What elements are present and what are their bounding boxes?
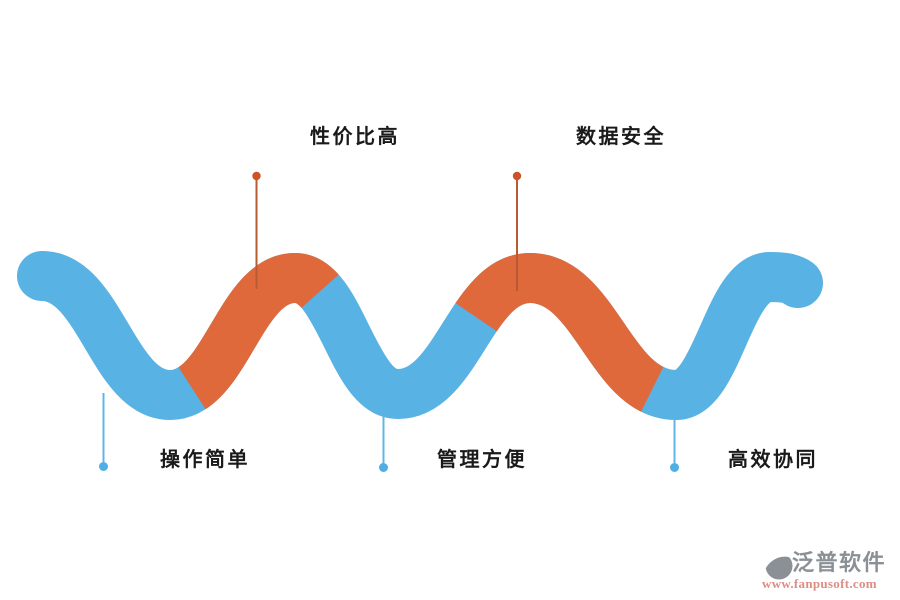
callout-dot-value xyxy=(252,171,261,181)
feature-label-security: 数据安全 xyxy=(576,126,666,148)
callout-dot-ease xyxy=(99,462,108,471)
wave-ribbon-base xyxy=(17,251,823,421)
callout-dot-collab xyxy=(670,463,679,472)
brand-logo-icon xyxy=(762,550,794,580)
feature-label-value: 性价比高 xyxy=(310,126,400,148)
brand-name: 泛普软件 xyxy=(792,550,887,575)
callout-dot-secure xyxy=(512,171,522,181)
feature-label-collaboration: 高效协同 xyxy=(728,449,818,471)
feature-label-ease: 操作简单 xyxy=(160,449,250,471)
brand-url: www.fanpusoft.com xyxy=(762,576,877,591)
feature-label-management: 管理方便 xyxy=(437,449,527,471)
callout-dot-mgmt xyxy=(379,463,388,472)
